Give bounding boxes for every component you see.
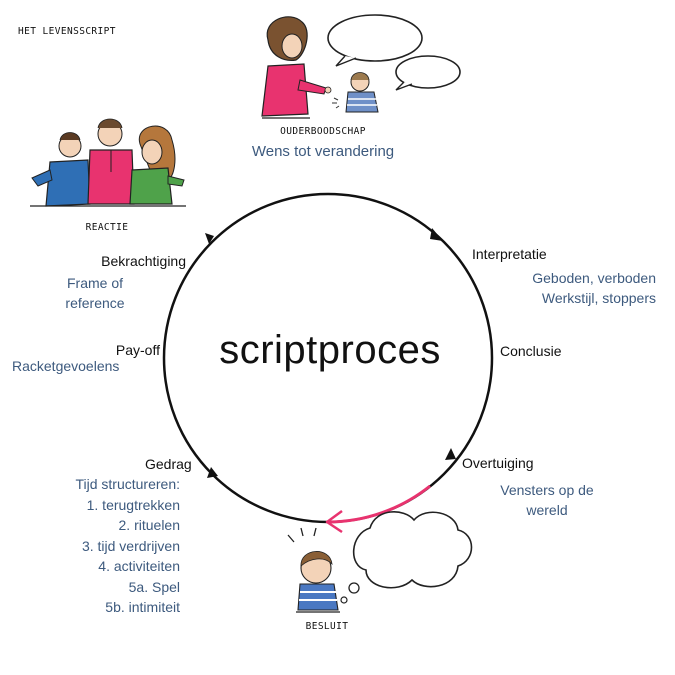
note-line: 5b. intimiteit <box>105 599 180 615</box>
note-line: Werkstijl, stoppers <box>541 290 656 306</box>
arrowhead-top-right <box>430 228 443 241</box>
stage-interpretatie-label: Interpretatie <box>472 246 547 262</box>
caption-ouderboodschap: OUDERBOODSCHAP <box>280 126 366 137</box>
wish-text: Wens tot verandering <box>251 143 395 160</box>
note-line: 1. terugtrekken <box>86 496 180 513</box>
page-header: HET LEVENSSCRIPT <box>18 26 116 37</box>
center-title: scriptproces <box>219 328 441 372</box>
stage-interpretatie-notes: Geboden, verboden Werkstijl, stoppers <box>480 268 656 308</box>
note-line: 5a. Spel <box>128 578 180 595</box>
thinking-child-icon <box>287 511 473 613</box>
note-line: Geboden, verboden <box>532 270 656 286</box>
note-line: 3. tijd verdrijven <box>81 537 180 554</box>
stage-payoff-notes: Racketgevoelens <box>12 358 120 374</box>
arrowhead-bottom-right <box>445 448 456 460</box>
stage-gedrag-label: Gedrag <box>145 456 192 472</box>
stage-bekrachtiging-notes: Frame of reference <box>40 273 150 313</box>
stage-conclusie-label: Conclusie <box>500 343 562 359</box>
arguing-group-icon <box>30 118 186 207</box>
stage-overtuiging-label: Overtuiging <box>462 455 534 471</box>
note-line: wereld <box>526 502 568 518</box>
arrowhead-bottom-left <box>207 467 218 478</box>
note-line: 2. rituelen <box>118 517 180 533</box>
note-line: 4. activiteiten <box>98 558 180 574</box>
stage-overtuiging-notes: Vensters op de wereld <box>482 480 612 520</box>
stage-gedrag-notes: Tijd structureren: 1. terugtrekken 2. ri… <box>20 474 180 618</box>
arrowhead-top-left <box>205 233 214 244</box>
caption-reactie: REACTIE <box>85 222 129 233</box>
note-line: Vensters op de <box>500 482 594 498</box>
caption-besluit: BESLUIT <box>305 621 349 632</box>
highlight-arrowhead <box>325 509 343 534</box>
note-line: Tijd structureren: <box>75 476 180 492</box>
highlight-arc <box>327 484 431 524</box>
parent-scolding-child-icon <box>261 14 461 119</box>
note-line: reference <box>65 295 125 311</box>
note-line: Frame of <box>66 275 123 291</box>
stage-bekrachtiging-label: Bekrachtiging <box>101 253 186 269</box>
stage-payoff-label: Pay-off <box>115 342 160 358</box>
